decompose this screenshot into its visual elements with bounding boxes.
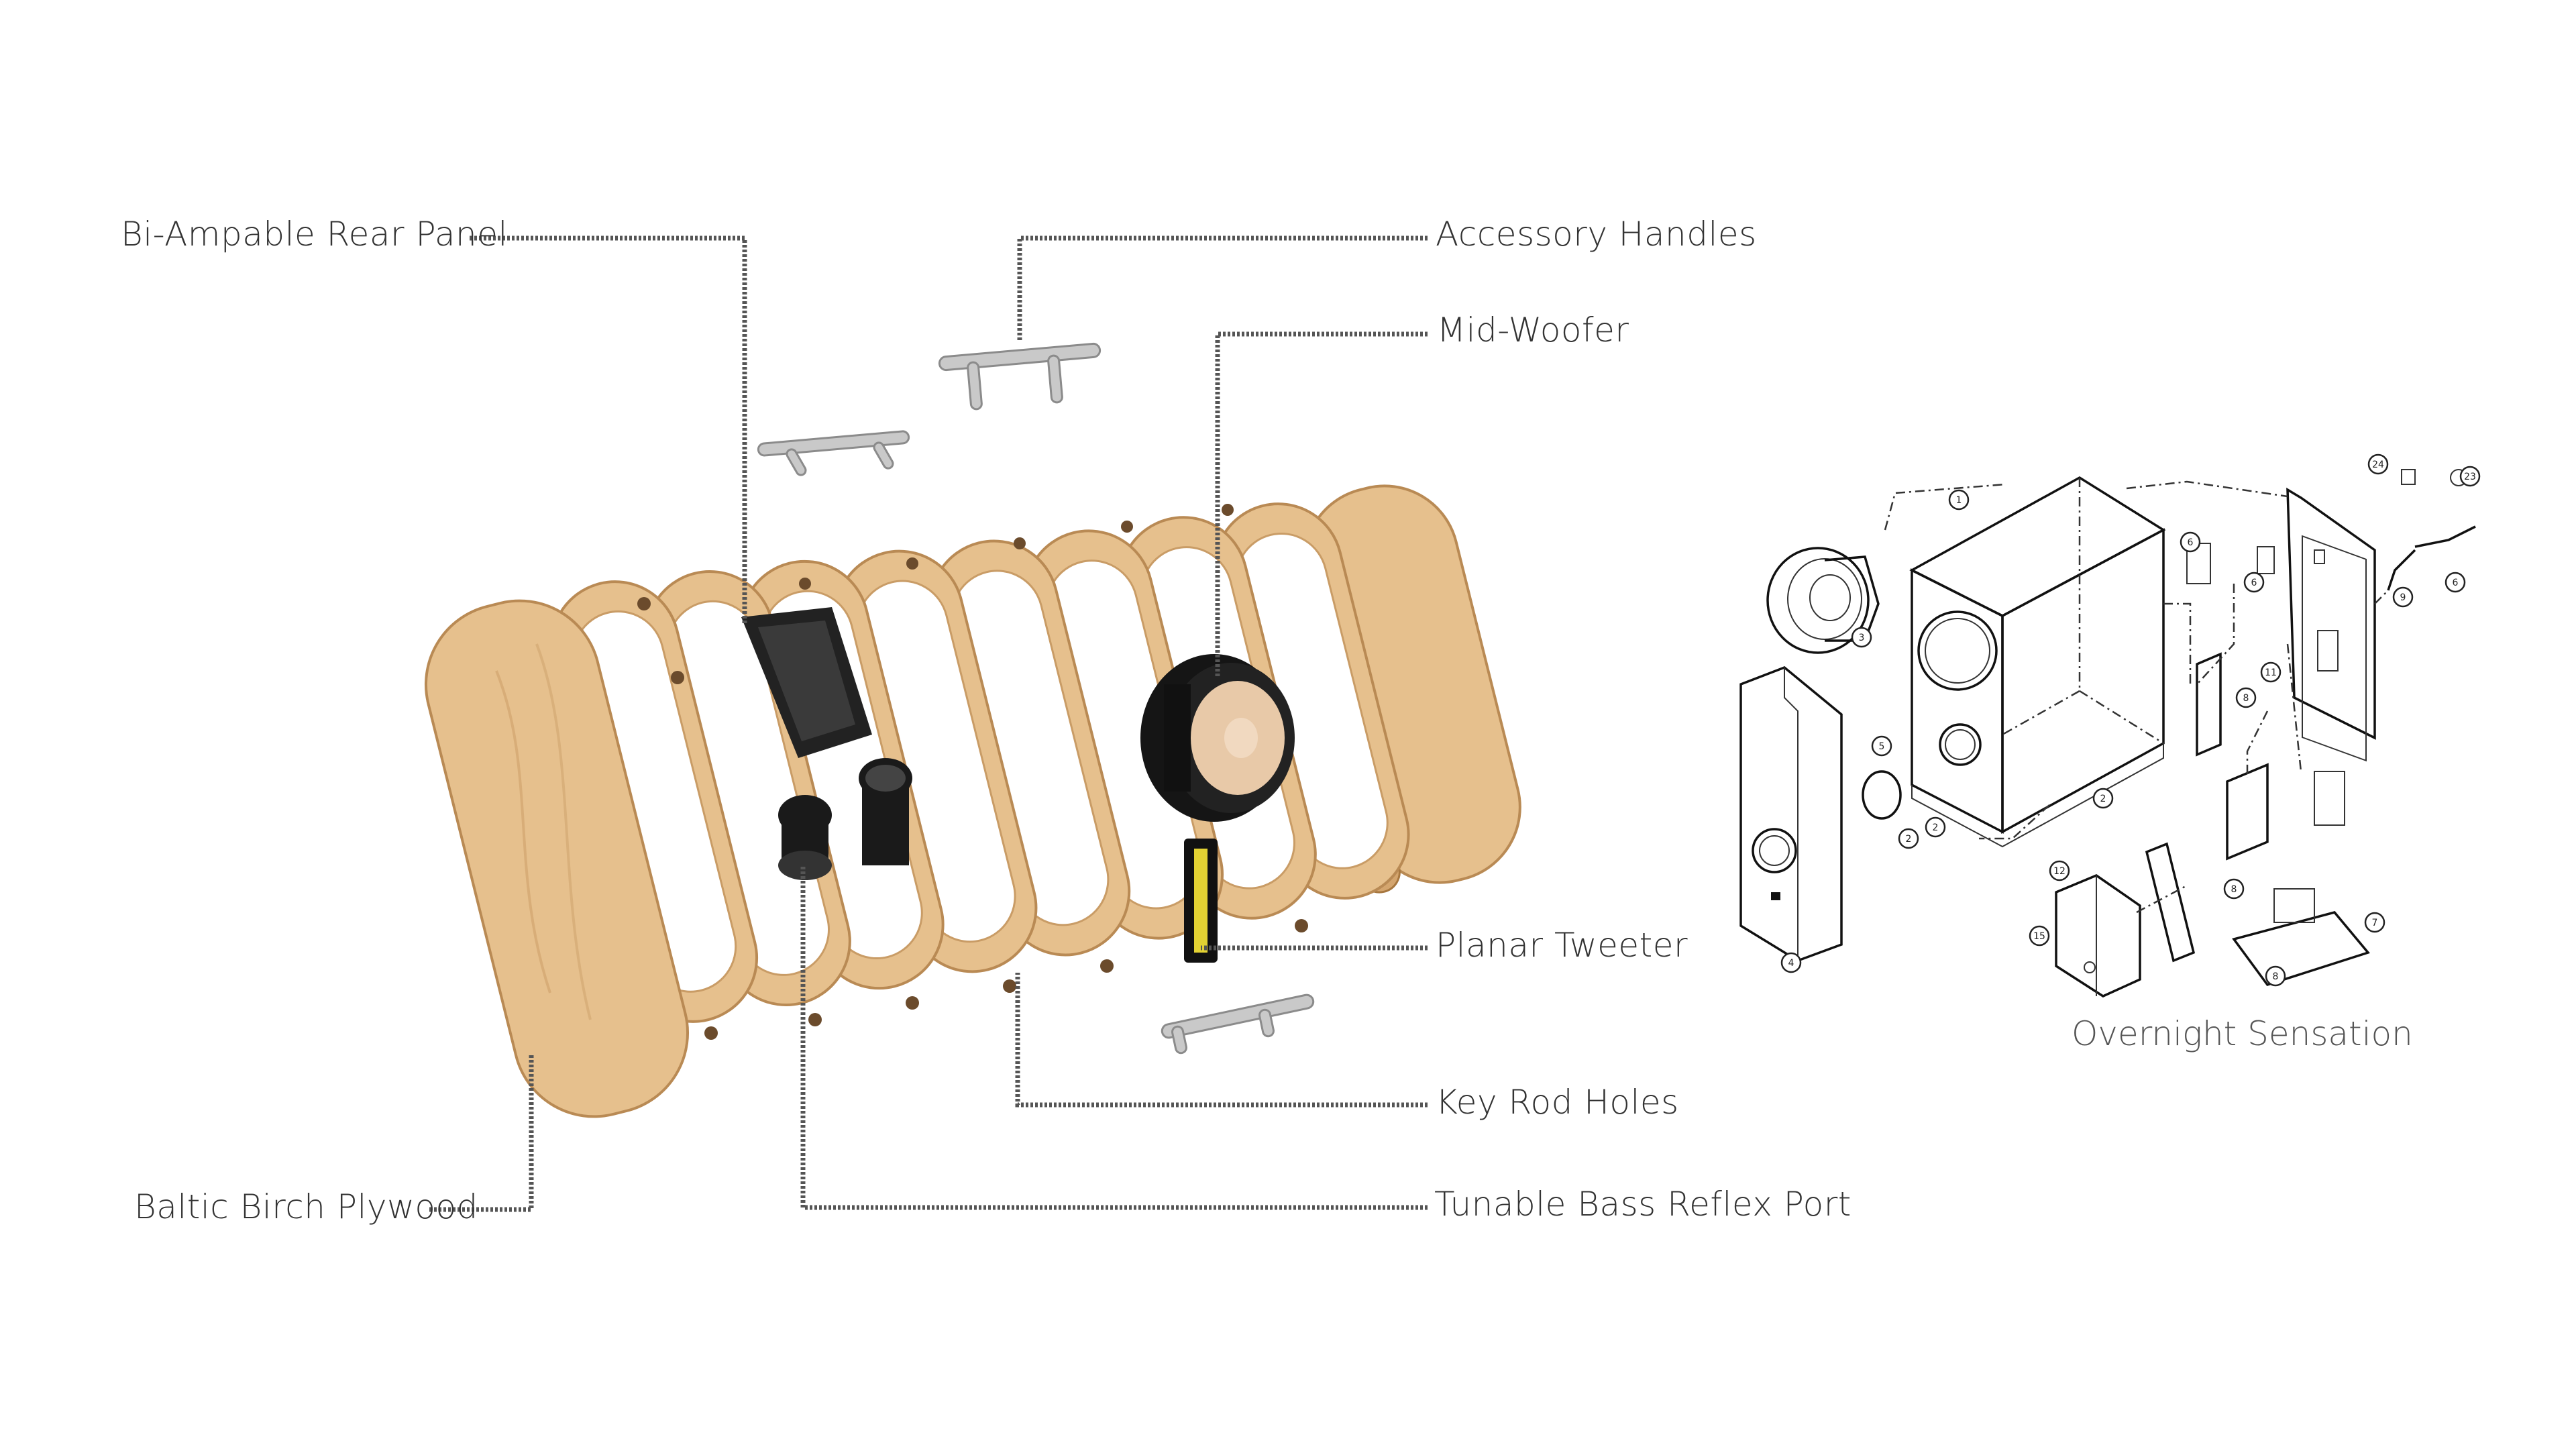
- callout-24: 24: [2367, 453, 2389, 475]
- svg-text:2: 2: [1933, 822, 1939, 833]
- callout-1: 1: [1948, 489, 1970, 511]
- callout-6: 6: [2180, 531, 2201, 553]
- bass-reflex-port: [778, 758, 912, 880]
- svg-text:2: 2: [1906, 834, 1912, 845]
- svg-text:8: 8: [2243, 693, 2249, 704]
- circuit-board-drawings: [2186, 543, 2371, 987]
- callout-4: 4: [1780, 952, 1802, 973]
- svg-text:6: 6: [2453, 578, 2459, 588]
- svg-text:23: 23: [2464, 472, 2476, 482]
- part-callouts: 1 2 2 2 3 4 5 6 6 6 7 8 8 8 9 11 12 15 2…: [1780, 453, 2481, 987]
- callout-5: 5: [1871, 735, 1892, 757]
- mid-woofer-driver: [1140, 654, 1295, 822]
- callout-2c: 2: [1925, 816, 1946, 838]
- callout-8: 8: [2223, 878, 2245, 900]
- accessory-handle-middle: [757, 430, 910, 476]
- power-cable-drawing: [2387, 469, 2476, 591]
- exploded-speaker-render: [424, 342, 1521, 1118]
- svg-text:8: 8: [2273, 971, 2279, 982]
- front-solid-panel: [424, 599, 690, 1118]
- callout-8c: 8: [2265, 965, 2286, 987]
- svg-text:15: 15: [2033, 931, 2045, 942]
- svg-text:11: 11: [2265, 667, 2277, 678]
- svg-text:6: 6: [2188, 537, 2194, 548]
- callout-15: 15: [2029, 925, 2050, 947]
- svg-text:2: 2: [2100, 794, 2106, 804]
- callout-2b: 2: [2092, 788, 2114, 809]
- svg-text:12: 12: [2053, 866, 2065, 877]
- svg-text:7: 7: [2372, 918, 2378, 928]
- svg-text:9: 9: [2400, 592, 2406, 603]
- accessory-handle-bottom: [1161, 994, 1315, 1055]
- label-bass-port: Tunable Bass Reflex Port: [1434, 1185, 1851, 1224]
- svg-text:6: 6: [2251, 578, 2257, 588]
- leader-plywood: [429, 1053, 534, 1212]
- svg-text:4: 4: [1788, 958, 1794, 969]
- callout-23: 23: [2459, 466, 2481, 487]
- leader-bass-port: [800, 865, 1428, 1210]
- callout-6c: 6: [2445, 572, 2466, 593]
- leader-key-rod-holes: [1015, 973, 1428, 1108]
- leader-mid-woofer: [1215, 331, 1428, 678]
- callout-3: 3: [1851, 627, 1872, 648]
- callout-8b: 8: [2235, 687, 2257, 708]
- svg-text:1: 1: [1956, 495, 1962, 506]
- drawing-caption: Overnight Sensation: [2072, 1014, 2413, 1053]
- svg-text:3: 3: [1859, 633, 1865, 643]
- label-key-rod-holes: Key Rod Holes: [1436, 1083, 1679, 1122]
- leader-rear-panel: [470, 235, 747, 624]
- cabinet-drawing: [1909, 476, 2166, 848]
- technical-exploded-drawing: 1 2 2 2 3 4 5 6 6 6 7 8 8 8 9 11 12 15 2…: [1739, 453, 2481, 998]
- woofer-drawing: [1766, 547, 1880, 654]
- amp-enclosure-drawing: [2055, 842, 2196, 998]
- callout-11: 11: [2260, 661, 2282, 683]
- rear-plate-drawing: [2286, 487, 2376, 762]
- port-ring-drawing: [1862, 770, 1902, 820]
- svg-text:24: 24: [2372, 460, 2384, 470]
- svg-text:5: 5: [1879, 741, 1885, 752]
- label-plywood: Baltic Birch Plywood: [134, 1187, 478, 1226]
- callout-9: 9: [2392, 586, 2414, 608]
- leader-lines: [429, 235, 1428, 1212]
- planar-tweeter-driver: [1184, 839, 1218, 963]
- leader-handles: [1017, 235, 1428, 342]
- callout-2: 2: [1898, 828, 1919, 849]
- assembly-dash-lines: [1884, 480, 2389, 914]
- svg-text:8: 8: [2231, 884, 2237, 895]
- front-baffle-drawing: [1739, 666, 1843, 962]
- callout-12: 12: [2049, 860, 2070, 881]
- label-handles: Accessory Handles: [1436, 215, 1757, 254]
- label-planar-tweeter: Planar Tweeter: [1436, 926, 1688, 965]
- callout-7: 7: [2364, 912, 2385, 933]
- rear-panel-plate: [741, 607, 872, 758]
- label-rear-panel: Bi-Ampable Rear Panel: [121, 215, 508, 254]
- accessory-handle-top: [938, 342, 1102, 411]
- label-mid-woofer: Mid-Woofer: [1437, 311, 1629, 350]
- callout-6b: 6: [2243, 572, 2265, 593]
